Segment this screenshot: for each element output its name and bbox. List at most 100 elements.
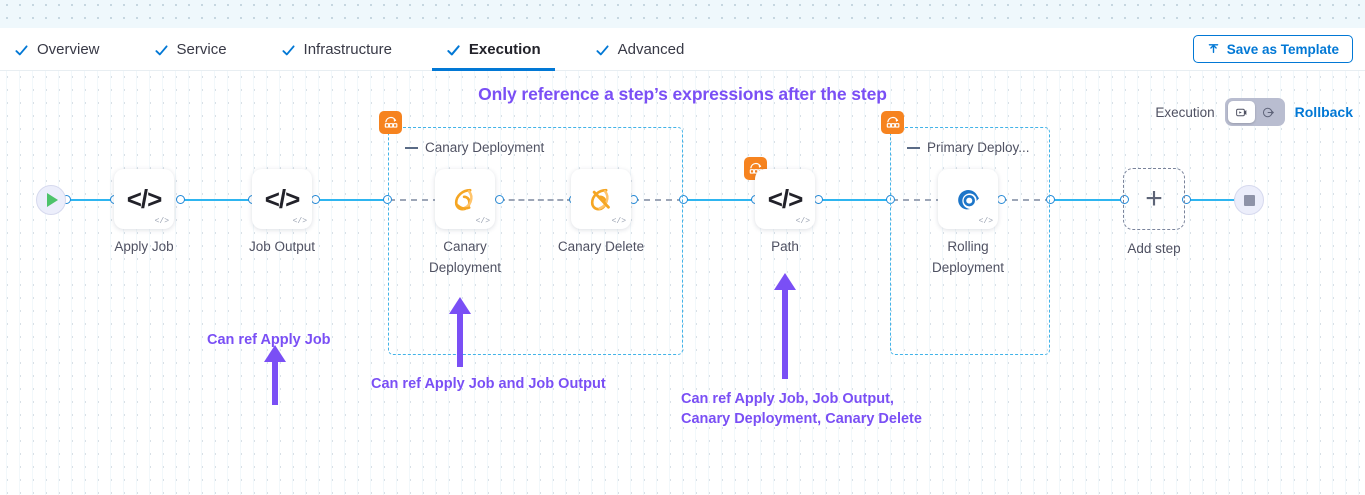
canary-group-title-row[interactable]: Canary Deployment: [405, 140, 544, 155]
connector-canarydeploy-to-canarydelete: [499, 199, 573, 201]
code-badge-icon: </>: [292, 217, 307, 226]
connector-group-in-primary: [892, 199, 942, 201]
connector-addstep-to-end: [1183, 199, 1237, 201]
rollback-link[interactable]: Rollback: [1294, 104, 1353, 120]
upload-icon: [1207, 43, 1220, 56]
step-node-apply-job[interactable]: </> </> Apply Job: [114, 169, 174, 254]
step-node-path[interactable]: </> </> Path: [744, 157, 815, 254]
connector-path-to-primarygroup: [818, 199, 892, 201]
collapse-group-icon[interactable]: [907, 146, 920, 149]
add-step-button[interactable]: +: [1123, 168, 1185, 230]
annotation-text-canary-deployment: Can ref Apply Job and Job Output: [371, 376, 606, 392]
code-badge-icon: </>: [795, 217, 810, 226]
check-icon: [14, 43, 29, 58]
connector-joboutput-to-canarygroup: [315, 199, 389, 201]
tab-label: Execution: [468, 41, 541, 58]
step-label: Job Output: [248, 239, 316, 254]
execution-mode-switcher: Execution: [1155, 98, 1353, 126]
connector-canarygroup-to-path: [681, 199, 755, 201]
step-card[interactable]: </> </>: [252, 169, 312, 229]
tab-list: Overview Service Infrastructure Executio…: [14, 28, 738, 71]
tab-overview[interactable]: Overview: [14, 28, 116, 71]
connector-dot[interactable]: [814, 195, 823, 204]
headline-annotation: Only reference a step’s expressions afte…: [478, 84, 887, 104]
mode-toggle-group[interactable]: [1224, 98, 1285, 126]
save-as-template-label: Save as Template: [1226, 41, 1339, 57]
play-icon: [47, 193, 58, 207]
connector-dot[interactable]: [311, 195, 320, 204]
pipeline-canvas[interactable]: Only reference a step’s expressions afte…: [0, 71, 1365, 495]
step-label: Rolling Deployment: [931, 239, 1005, 275]
rolling-deploy-icon: [953, 184, 984, 215]
step-node-rolling-deployment[interactable]: </> Rolling Deployment: [932, 169, 1004, 275]
connector-dot[interactable]: [1120, 195, 1129, 204]
connector-dot[interactable]: [679, 195, 688, 204]
connector-group-in-canary: [389, 199, 439, 201]
code-badge-icon: </>: [154, 217, 169, 226]
annotation-arrow-job-output: [261, 343, 289, 410]
tab-execution[interactable]: Execution: [431, 28, 557, 71]
step-node-canary-deployment[interactable]: </> Canary Deployment: [429, 169, 501, 275]
tab-infrastructure[interactable]: Infrastructure: [281, 28, 408, 71]
code-badge-icon: </>: [475, 217, 490, 226]
connector-dot[interactable]: [176, 195, 185, 204]
step-card[interactable]: </>: [435, 169, 495, 229]
execution-mode-label: Execution: [1155, 104, 1215, 120]
primary-group-title-row[interactable]: Primary Deploy...: [907, 140, 1030, 155]
code-badge-icon: </>: [611, 217, 626, 226]
start-node[interactable]: [36, 185, 66, 215]
tab-service[interactable]: Service: [154, 28, 243, 71]
connector-applyjob-to-joboutput: [180, 199, 252, 201]
canary-delete-icon: [586, 184, 617, 215]
check-icon: [281, 43, 296, 58]
group-title-label: Primary Deploy...: [927, 140, 1030, 155]
step-node-job-output[interactable]: </> </> Job Output: [249, 169, 315, 254]
rollback-mode-button[interactable]: [1255, 101, 1282, 123]
tab-advanced[interactable]: Advanced: [595, 28, 701, 71]
tab-bar: Overview Service Infrastructure Executio…: [0, 28, 1365, 71]
step-card[interactable]: </> </>: [114, 169, 174, 229]
step-node-canary-delete[interactable]: </> Canary Delete: [558, 169, 644, 254]
canvas-top-strip: [0, 0, 1365, 28]
step-card[interactable]: </> </>: [755, 169, 815, 229]
annotation-text-path: Can ref Apply Job, Job Output, Canary De…: [681, 391, 922, 427]
canary-icon: [450, 184, 481, 215]
annotation-arrow-canary-deployment: [446, 295, 474, 372]
check-icon: [595, 43, 610, 58]
step-group-icon: [379, 111, 402, 134]
collapse-group-icon[interactable]: [405, 146, 418, 149]
code-icon: </>: [126, 183, 163, 214]
code-badge-icon: </>: [978, 217, 993, 226]
code-icon: </>: [767, 183, 804, 214]
connector-dot[interactable]: [1182, 195, 1191, 204]
step-label: Path: [771, 239, 799, 254]
canary-deployment-group[interactable]: Canary Deployment: [379, 111, 683, 355]
step-label: Canary Deployment: [428, 239, 502, 275]
plus-icon: +: [1145, 182, 1163, 215]
step-card[interactable]: </>: [938, 169, 998, 229]
connector-dot[interactable]: [495, 195, 504, 204]
connector-primarygroup-to-addstep: [1049, 199, 1125, 201]
tab-label: Advanced: [617, 41, 685, 58]
step-label: Canary Delete: [557, 239, 645, 254]
annotation-arrow-path: [771, 271, 799, 384]
save-as-template-button[interactable]: Save as Template: [1192, 35, 1353, 63]
rollback-mode-icon: [1262, 106, 1275, 119]
stop-icon: [1243, 194, 1255, 206]
execution-mode-button[interactable]: [1227, 101, 1255, 123]
connector-dot[interactable]: [1046, 195, 1055, 204]
tab-label: Service: [176, 41, 227, 58]
check-icon: [154, 43, 169, 58]
execution-mode-icon: [1235, 106, 1248, 119]
tab-label: Overview: [37, 41, 100, 58]
connector-canarydelete-to-groupout: [633, 199, 683, 201]
tab-label: Infrastructure: [303, 41, 392, 58]
end-node[interactable]: [1234, 185, 1264, 215]
connector-start-to-applyjob: [66, 199, 114, 201]
primary-deployment-group[interactable]: Primary Deploy...: [881, 111, 1050, 355]
code-icon: </>: [264, 183, 301, 214]
step-card[interactable]: </>: [571, 169, 631, 229]
step-group-icon: [881, 111, 904, 134]
connector-dot[interactable]: [383, 195, 392, 204]
